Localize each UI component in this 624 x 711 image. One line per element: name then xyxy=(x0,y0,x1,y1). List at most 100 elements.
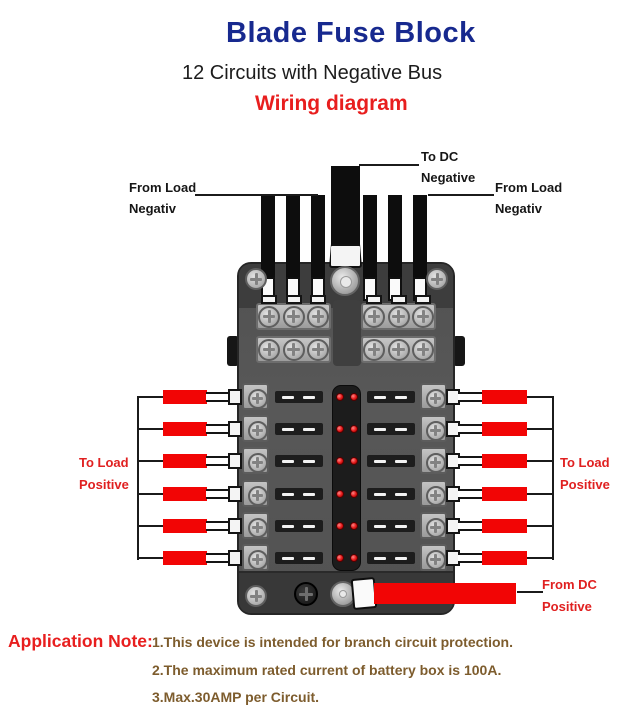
fuse-contact xyxy=(395,524,407,528)
screw-slot xyxy=(256,456,259,469)
spade-connector xyxy=(228,421,242,437)
blade-fuse xyxy=(367,552,415,564)
spade-connector xyxy=(228,518,242,534)
circuit-led-icon xyxy=(350,457,358,465)
label-from-dc-positive: From DC Positive xyxy=(542,577,597,614)
screw-slot xyxy=(267,343,271,356)
screw-slot xyxy=(292,343,295,356)
screw-slot xyxy=(372,310,376,323)
bus-center-gap xyxy=(333,300,361,366)
fuse-contact xyxy=(282,395,294,399)
circuit-led-icon xyxy=(350,393,358,401)
wire-lead xyxy=(206,521,232,531)
fuse-contact xyxy=(374,427,386,431)
blade-fuse xyxy=(275,488,323,500)
bus-terminal-screw-icon xyxy=(307,338,329,361)
label-to-load-positive-right: To Load Positive xyxy=(560,455,610,492)
wire-lead xyxy=(206,424,232,434)
screw-slot xyxy=(372,343,376,356)
fuse-terminal xyxy=(420,480,447,507)
terminal-screw-icon xyxy=(425,452,446,473)
screw-slot xyxy=(256,392,259,405)
negative-wire xyxy=(261,195,275,279)
application-note-heading: Application Note: xyxy=(8,631,153,651)
ground-screw-icon xyxy=(294,582,318,606)
fuse-contact xyxy=(303,492,315,496)
terminal-screw-icon xyxy=(425,388,446,409)
bus-terminal-screw-icon xyxy=(258,305,280,328)
fuse-contact xyxy=(374,524,386,528)
wire-lead xyxy=(206,456,232,466)
page-title: Blade Fuse Block xyxy=(226,17,476,49)
load-wire-red xyxy=(482,422,527,436)
led-indicator-strip xyxy=(332,385,361,571)
label-to-dc-negative: To DC Negative xyxy=(421,149,476,185)
bus-terminal-screw-icon xyxy=(363,305,385,328)
fuse-terminal xyxy=(242,447,269,474)
terminal-screw-icon xyxy=(247,549,268,570)
circuit-led-icon xyxy=(336,554,344,562)
blade-fuse xyxy=(367,423,415,435)
branch-line-right xyxy=(527,493,553,495)
screw-slot xyxy=(434,424,437,437)
screw-slot xyxy=(254,272,258,286)
fuse-contact xyxy=(395,427,407,431)
blade-fuse xyxy=(367,455,415,467)
diagram-heading: Wiring diagram xyxy=(255,92,408,115)
label-from-load-left: From Load Negativ xyxy=(129,180,197,216)
blade-fuse xyxy=(367,391,415,403)
fuse-contact xyxy=(282,427,294,431)
fuse-contact xyxy=(282,556,294,560)
branch-line-left xyxy=(138,428,164,430)
negative-wire xyxy=(363,195,377,279)
blade-fuse xyxy=(367,488,415,500)
leader-line-to-dc-negative xyxy=(359,164,419,166)
negative-wire xyxy=(311,195,325,279)
screw-slot xyxy=(421,310,425,323)
label-from-load-right: From Load Negativ xyxy=(495,180,563,216)
screw-slot xyxy=(256,553,259,566)
fuse-contact xyxy=(374,492,386,496)
wire-clip xyxy=(415,295,431,304)
fuse-contact xyxy=(395,492,407,496)
terminal-screw-icon xyxy=(425,420,446,441)
circuit-led-icon xyxy=(336,522,344,530)
main-negative-wire xyxy=(331,166,360,250)
negative-wire xyxy=(388,195,402,279)
wire-lead xyxy=(458,489,484,499)
branch-line-right xyxy=(527,525,553,527)
mount-tab-right xyxy=(453,336,465,366)
branch-line-right xyxy=(527,428,553,430)
load-wire-red xyxy=(482,390,527,404)
fuse-contact xyxy=(374,395,386,399)
load-wire-red xyxy=(482,454,527,468)
terminal-screw-icon xyxy=(247,452,268,473)
load-wire-red xyxy=(163,454,207,468)
blade-fuse xyxy=(275,391,323,403)
terminal-screw-icon xyxy=(425,549,446,570)
application-note-item: 1.This device is intended for branch cir… xyxy=(152,634,513,650)
screw-slot xyxy=(397,343,400,356)
negative-wire xyxy=(286,195,300,279)
bus-terminal-screw-icon xyxy=(412,338,434,361)
spade-connector xyxy=(228,389,242,405)
fuse-terminal xyxy=(420,544,447,571)
label-to-load-positive-left: To Load Positive xyxy=(79,455,129,492)
bus-terminal-screw-icon xyxy=(258,338,280,361)
fuse-contact xyxy=(303,459,315,463)
bus-terminal-screw-icon xyxy=(387,305,410,328)
fuse-contact xyxy=(303,556,315,560)
circuit-led-icon xyxy=(336,457,344,465)
fuse-contact xyxy=(282,524,294,528)
wire-clip xyxy=(310,295,326,304)
fuse-contact xyxy=(395,556,407,560)
wire-lead xyxy=(458,553,484,563)
screw-slot xyxy=(256,521,259,534)
application-note-item: 2.The maximum rated current of battery b… xyxy=(152,662,502,678)
branch-line-left xyxy=(138,396,164,398)
wire-clip xyxy=(366,295,382,304)
load-bus-line-left xyxy=(137,396,139,560)
screw-slot xyxy=(292,310,295,323)
wire-clip xyxy=(261,295,277,304)
